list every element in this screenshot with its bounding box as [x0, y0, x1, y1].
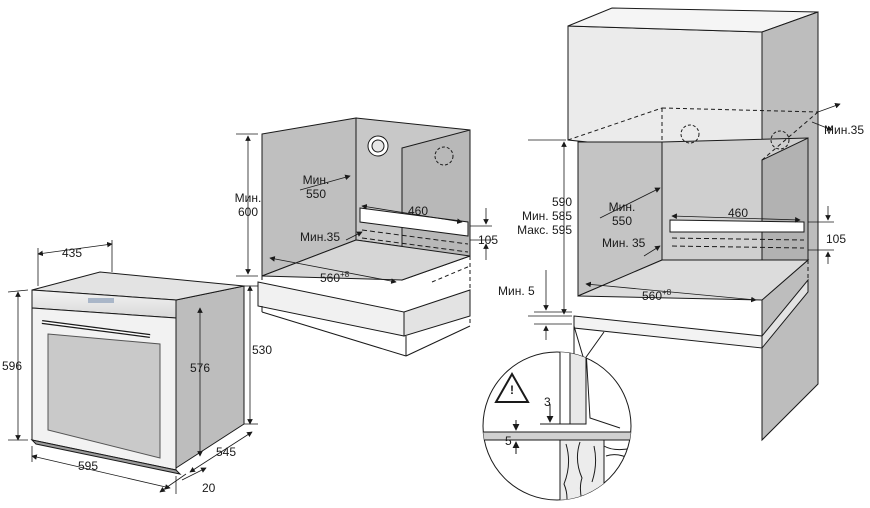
- oven-side-panel: [175, 285, 245, 469]
- oven-front-depth-label: 20: [202, 481, 216, 495]
- oven-cavity-height-label: 530: [252, 343, 273, 357]
- oven-width-top-label: 435: [62, 246, 83, 260]
- oven-display: [88, 298, 114, 303]
- column-clearance-label: Мин.35: [824, 123, 865, 137]
- undercounter-dimensions: [236, 133, 492, 284]
- column-dimensions: [528, 103, 841, 340]
- undercounter-height-min-label: Мин.: [234, 191, 262, 205]
- column-vent-slot: [669, 219, 805, 233]
- column-cabinet: [567, 7, 819, 442]
- undercounter-depth-label: 550: [305, 187, 327, 201]
- column-vent-width-label: 460: [728, 206, 749, 220]
- column-vent-height-label: 105: [826, 232, 847, 246]
- warning-symbol: !: [510, 383, 514, 397]
- oven-drawing: [30, 271, 245, 475]
- undercounter-width-label: 560+8: [320, 270, 350, 285]
- oven-dimensions: [7, 240, 258, 494]
- undercounter-height-label: 600: [237, 205, 259, 219]
- oven-height-label: 596: [2, 359, 23, 373]
- oven-width-front-label: 595: [78, 459, 99, 473]
- undercounter-vent-height-label: 105: [478, 233, 499, 247]
- detail-callout: [482, 325, 632, 501]
- column-depth-label: 550: [611, 214, 633, 228]
- column-width-label: 560+8: [642, 288, 672, 303]
- niche-base-front: [257, 281, 405, 337]
- column-base-gap-label: Мин. 5: [498, 284, 535, 298]
- undercounter-vent-gap-label: Мин.35: [300, 230, 341, 244]
- oven-depth-label: 545: [216, 445, 237, 459]
- column-vent-hidden: [680, 124, 700, 144]
- column-vent-gap-label: Мин. 35: [602, 236, 646, 250]
- niche-vent-hidden: [434, 146, 454, 166]
- column-height-max-label: Макс. 595: [517, 223, 572, 237]
- detail-circle: [482, 351, 632, 501]
- detail-gap-bottom-label: 5: [505, 434, 512, 448]
- column-height-min-label: Мин. 585: [521, 209, 572, 223]
- oven-body-height-label: 576: [190, 361, 211, 375]
- detail-gap-top-label: 3: [544, 395, 551, 409]
- column-depth-min-label: Мин.: [608, 200, 636, 214]
- warning-triangle: [494, 371, 530, 403]
- undercounter-niche: [257, 117, 471, 357]
- undercounter-vent-width-label: 460: [408, 204, 429, 218]
- undercounter-depth-min-label: Мин.: [302, 173, 330, 187]
- column-shelf: [573, 315, 763, 349]
- column-height-label: 590: [551, 195, 572, 209]
